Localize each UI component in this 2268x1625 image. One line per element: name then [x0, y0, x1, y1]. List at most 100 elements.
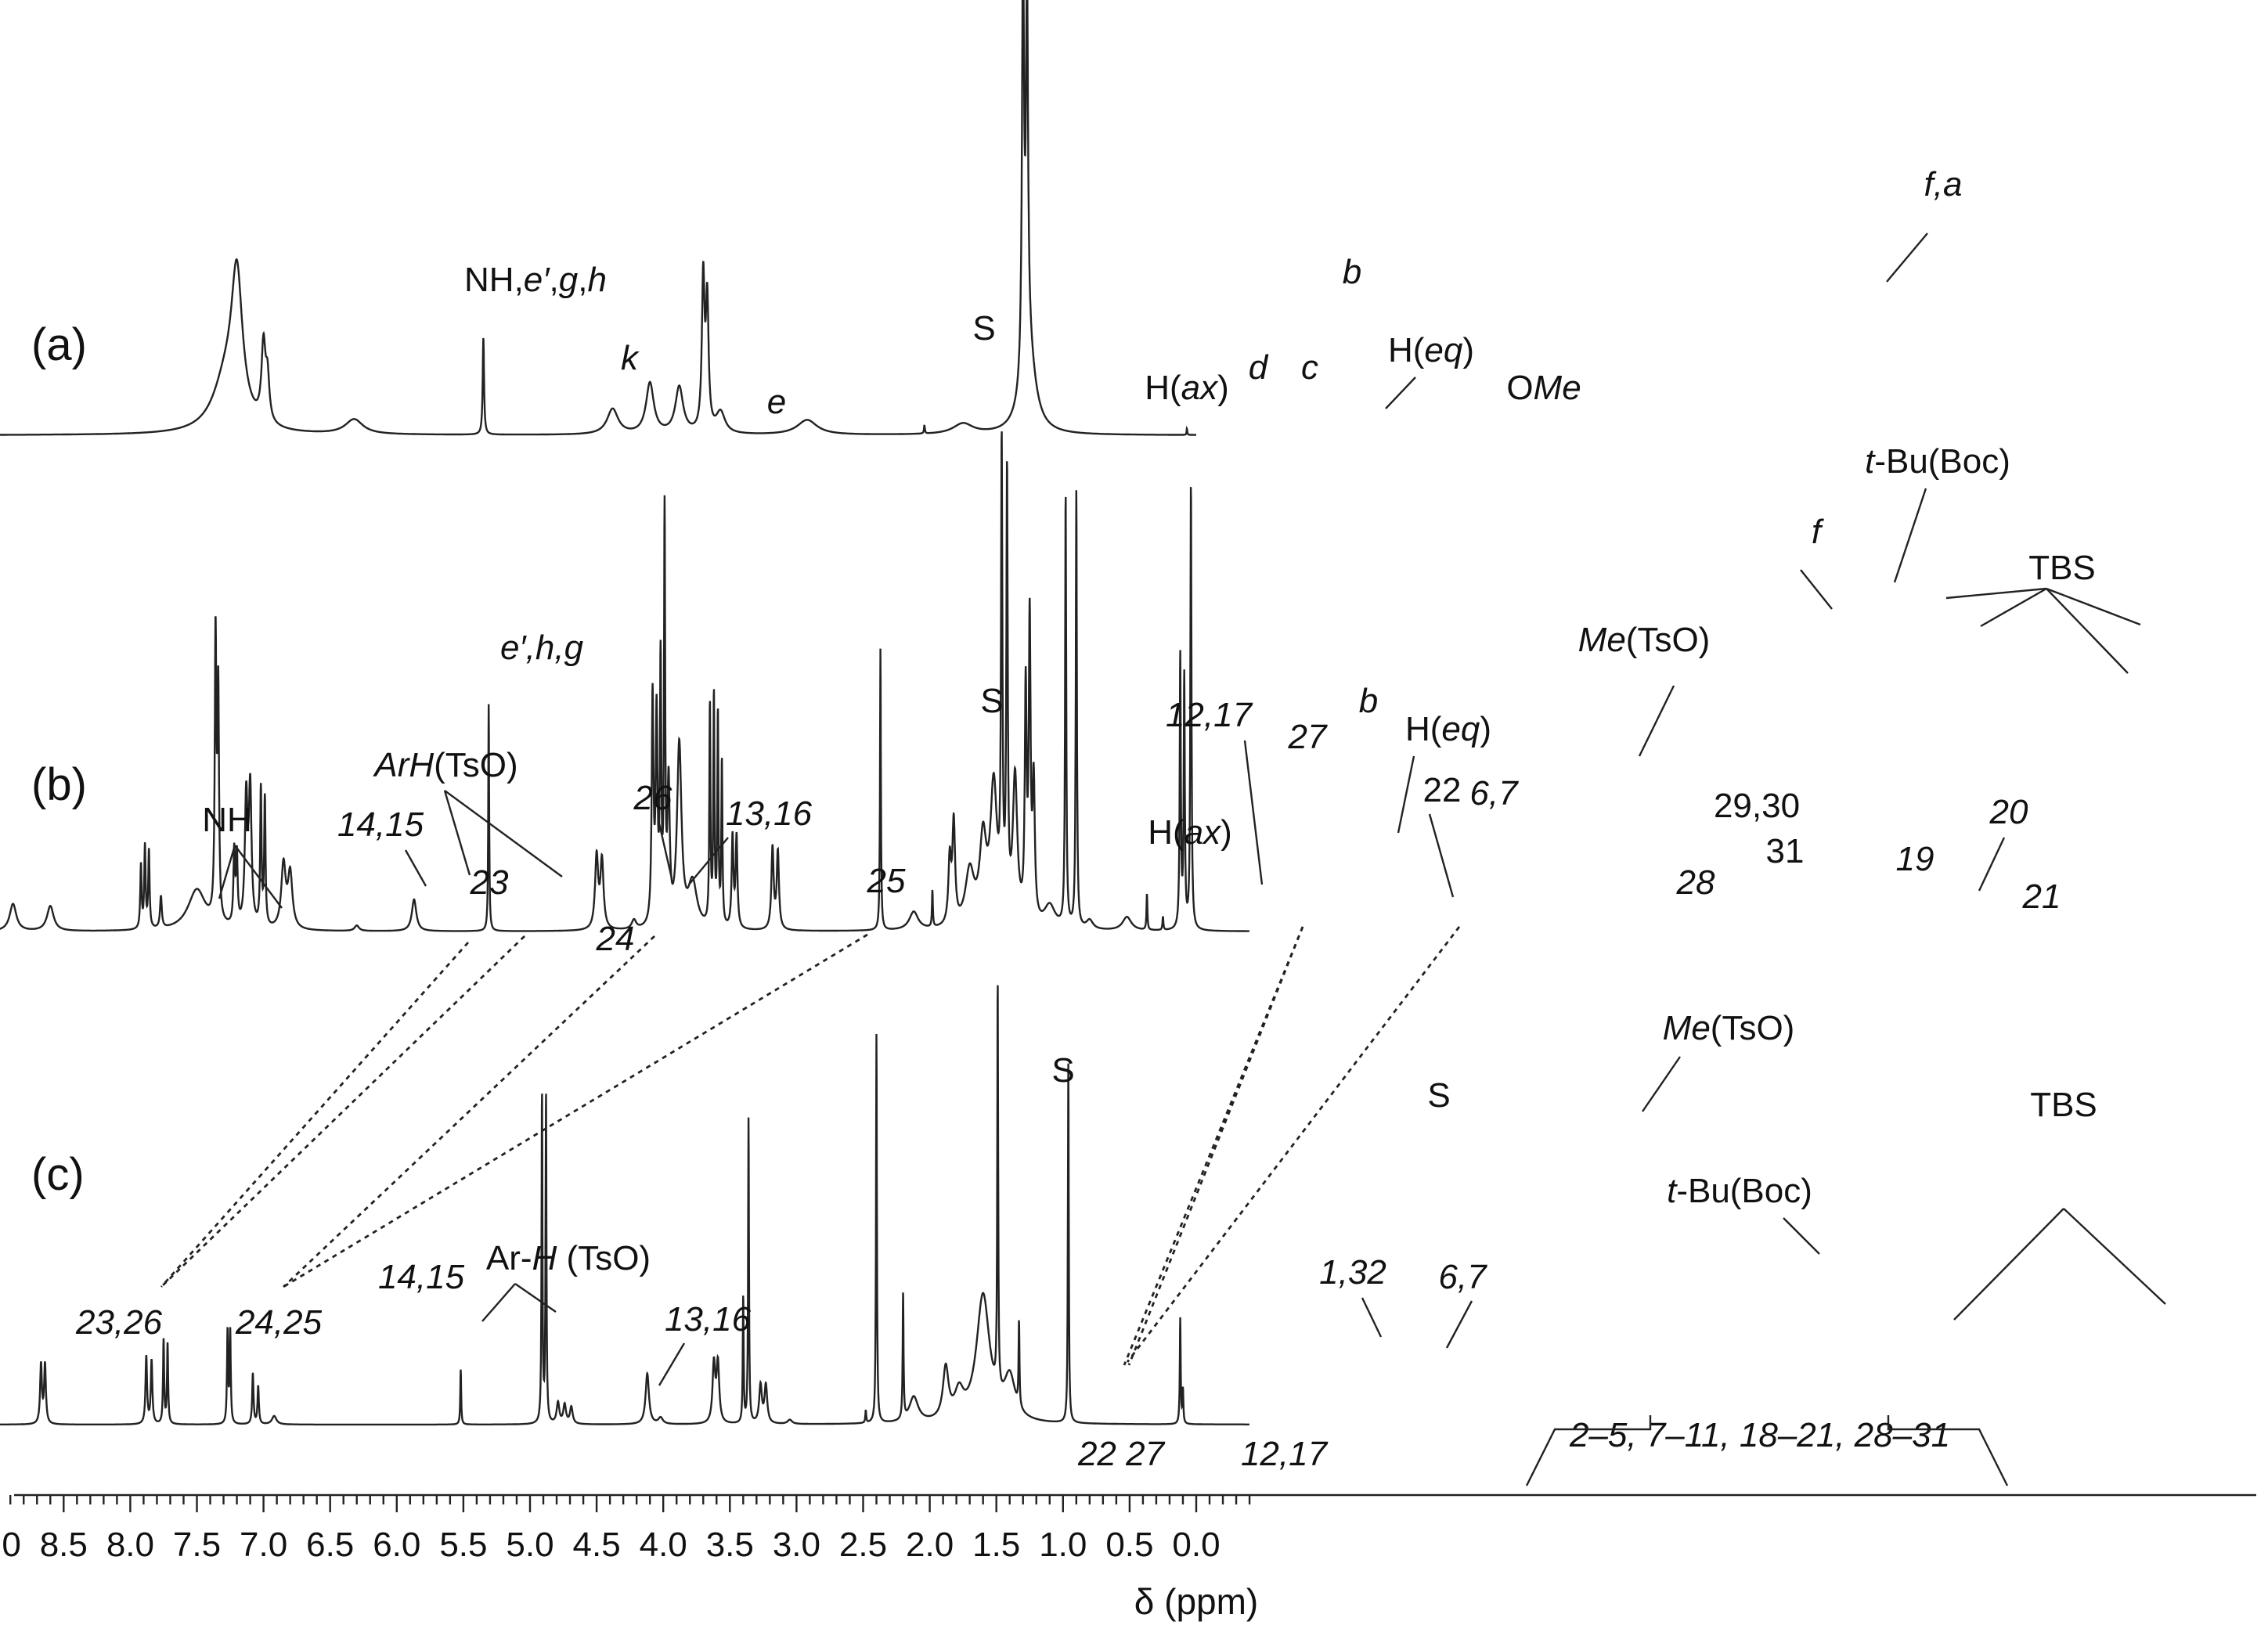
spectrum-c-trace: [0, 985, 1249, 1426]
annotation: 22 27: [1077, 1435, 1166, 1473]
bracket: [1525, 1415, 1652, 1486]
leader-line: [658, 823, 673, 879]
annotation: H(ax): [1145, 369, 1229, 407]
annotation: TBS: [2030, 1086, 2097, 1124]
annotation: 6,7: [1469, 774, 1519, 812]
leader-line: [1800, 569, 1833, 610]
annotation: b: [1359, 682, 1378, 720]
leader-line: [1980, 587, 2047, 628]
annotation: t-Bu(Boc): [1865, 442, 2010, 481]
leader-line: [1783, 1217, 1820, 1255]
spectrum-b-trace: [0, 431, 1249, 932]
leader-line: [443, 790, 471, 876]
annotation: b: [1343, 253, 1361, 291]
leader-line: [1445, 1300, 1473, 1349]
annotation: S: [1427, 1076, 1450, 1115]
x-tick-label: 1.0: [1039, 1526, 1087, 1564]
leader-line: [1886, 232, 1928, 283]
spectra: [0, 0, 1249, 1426]
annotation: NH,e′,g,h: [464, 261, 607, 299]
x-tick-label: 5.5: [439, 1526, 487, 1564]
x-tick-label: 3.0: [773, 1526, 820, 1564]
annotation: NH: [202, 801, 252, 839]
correlation-line: [1126, 926, 1461, 1363]
leader-line: [481, 1283, 516, 1322]
bracket: [1887, 1415, 2009, 1486]
annotations-a: NH,e′,g,h k e S H(ax) d c b H(eq) OMe f,…: [464, 165, 1962, 421]
leader-line: [1945, 587, 2047, 600]
annotation: 24: [596, 920, 635, 958]
annotation: 26: [633, 779, 672, 817]
annotation: H(ax): [1148, 813, 1232, 852]
x-tick-label: 1.5: [972, 1526, 1020, 1564]
annotation: TBS: [2028, 549, 2096, 587]
leader-line: [234, 845, 283, 909]
annotation: e: [767, 383, 786, 421]
x-tick-label: 8.0: [106, 1526, 154, 1564]
x-tick-label: 2.5: [839, 1526, 887, 1564]
annotation: H(eq): [1405, 710, 1491, 748]
annotation: 14,15: [378, 1258, 465, 1296]
panel-label-b: (b): [31, 759, 87, 810]
annotation: S: [972, 309, 995, 348]
annotation: t-Bu(Boc): [1667, 1172, 1812, 1210]
leader-line: [1243, 740, 1264, 885]
leader-line: [2063, 1208, 2166, 1305]
annotation: ArH(TsO): [372, 746, 517, 784]
annotations-b: NH 14,15 ArH(TsO) 23 e′,h,g 24 26 13,16 …: [202, 442, 2141, 958]
leader-line: [1361, 1297, 1383, 1338]
annotation: 23: [470, 863, 509, 902]
leader-line: [514, 1283, 557, 1313]
x-tick-label: 4.5: [573, 1526, 621, 1564]
correlation-lines: [160, 926, 1461, 1366]
x-tick-label: 6.5: [306, 1526, 354, 1564]
annotation: d: [1249, 348, 1269, 387]
annotation: 23,26: [75, 1303, 163, 1342]
annotation: 24,25: [235, 1303, 323, 1342]
x-tick-label: 8.5: [40, 1526, 88, 1564]
x-tick-label: 7.0: [240, 1526, 287, 1564]
correlation-line: [160, 942, 470, 1288]
annotation: Me(TsO): [1663, 1009, 1795, 1047]
x-axis: 9.59.08.58.07.57.06.56.05.55.04.54.03.53…: [0, 1493, 2256, 1622]
leader-line: [444, 790, 563, 877]
annotation: e′,h,g: [500, 629, 584, 667]
x-axis-ticks: 9.59.08.58.07.57.06.56.05.55.04.54.03.53…: [0, 1495, 1251, 1564]
leader-line: [404, 849, 427, 887]
annotation: H(eq): [1388, 331, 1474, 369]
leader-line: [2046, 588, 2129, 674]
annotation: 13,16: [665, 1300, 752, 1339]
x-tick-label: 4.0: [640, 1526, 687, 1564]
correlation-line: [283, 935, 655, 1288]
x-tick-label: 3.5: [706, 1526, 754, 1564]
annotations-c: 23,26 24,25 14,15 Ar-H (TsO) 13,16 S 22 …: [75, 1009, 2166, 1486]
annotation: 6,7: [1438, 1258, 1487, 1296]
annotation: 25: [867, 862, 906, 900]
annotation: Ar-H (TsO): [486, 1239, 651, 1277]
x-tick-label: 0.0: [1172, 1526, 1220, 1564]
annotation: 21: [2022, 877, 2061, 916]
leader-line: [1642, 1056, 1681, 1112]
leader-line: [1893, 488, 1927, 583]
panel-label-a: (a): [31, 319, 87, 370]
correlation-line: [283, 933, 868, 1288]
x-tick-label: 7.5: [173, 1526, 221, 1564]
annotation: 22: [1423, 771, 1462, 809]
x-tick-label: 2.0: [906, 1526, 954, 1564]
annotation: S: [1051, 1051, 1074, 1090]
x-tick-label: 9.0: [0, 1526, 21, 1564]
annotation: Me(TsO): [1578, 621, 1711, 659]
annotation: 27: [1288, 718, 1328, 756]
x-tick-label: 6.0: [373, 1526, 420, 1564]
spectrum-a-trace: [0, 0, 1196, 436]
annotation: 12,17: [1166, 696, 1253, 734]
annotation: 19: [1896, 840, 1934, 878]
annotation: 2–5, 7–11, 18–21, 28–31: [1569, 1416, 1950, 1454]
annotation: 28: [1676, 863, 1715, 902]
annotation: 20: [1989, 793, 2028, 831]
annotation: c: [1301, 348, 1318, 387]
annotation: 29,30: [1714, 787, 1800, 825]
leader-line: [2046, 587, 2141, 626]
panel-label-c: (c): [31, 1149, 85, 1200]
